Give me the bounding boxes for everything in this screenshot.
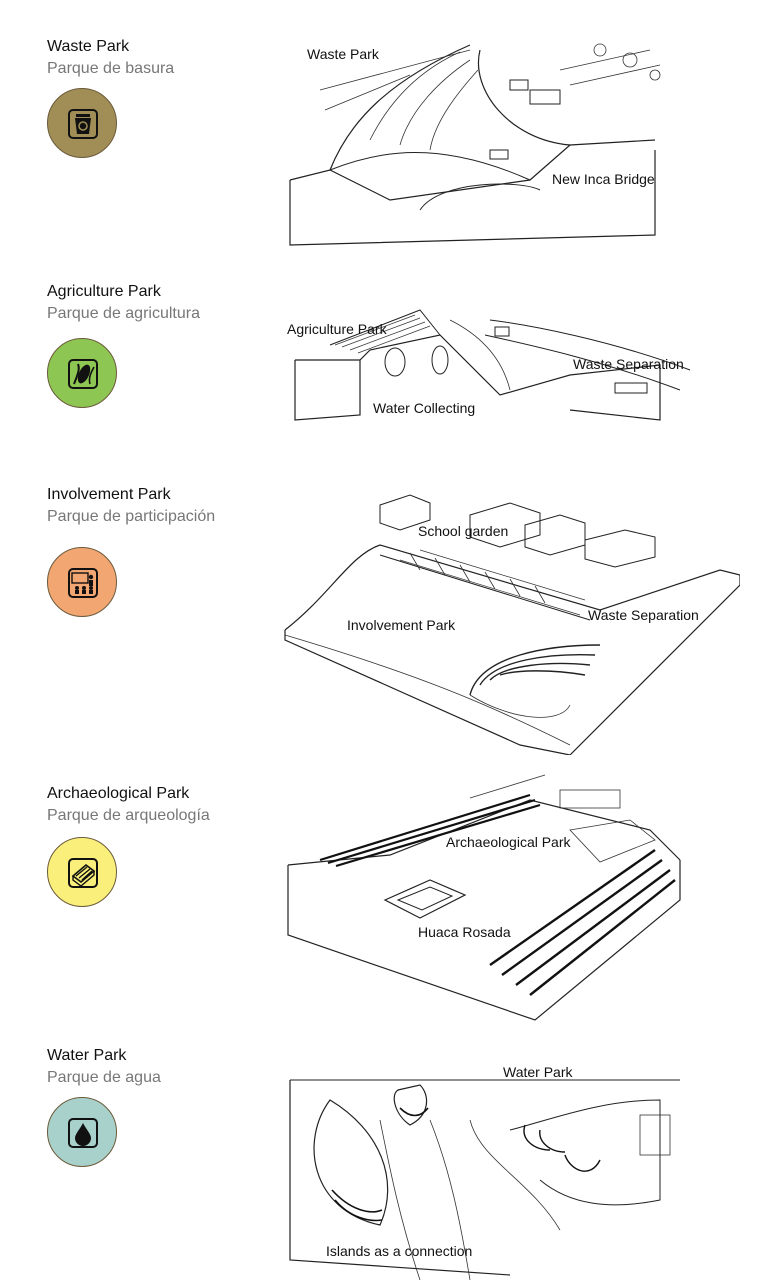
park-title: Involvement Park bbox=[47, 486, 171, 503]
classroom-presentation-icon bbox=[47, 547, 117, 617]
sketch-label: Archaeological Park bbox=[446, 834, 572, 850]
park-subtitle: Parque de arqueología bbox=[47, 807, 210, 824]
park-title: Archaeological Park bbox=[47, 785, 190, 802]
sketch-label: Waste Separation bbox=[573, 356, 684, 372]
sketch-label: Involvement Park bbox=[347, 617, 456, 633]
park-title: Waste Park bbox=[47, 38, 130, 55]
sketch-label: Islands as a connection bbox=[326, 1243, 472, 1259]
sketch-label: Water Collecting bbox=[373, 400, 475, 416]
section-agriculture-park: Agriculture Park Parque de agricultura A… bbox=[0, 270, 768, 450]
park-title: Water Park bbox=[47, 1047, 127, 1064]
section-involvement-park: Involvement Park Parque de participación bbox=[0, 470, 768, 760]
trash-recycle-icon bbox=[47, 88, 117, 158]
sketch-label: Waste Separation bbox=[588, 607, 699, 623]
park-subtitle: Parque de agua bbox=[47, 1069, 161, 1086]
sketch-label: Waste Park bbox=[307, 46, 380, 62]
corn-icon bbox=[47, 338, 117, 408]
section-archaeological-park: Archaeological Park Parque de arqueologí… bbox=[0, 770, 768, 1030]
section-waste-park: Waste Park Parque de basura bbox=[0, 0, 768, 260]
section-water-park: Water Park Parque de agua Water Park Isl… bbox=[0, 1040, 768, 1280]
sketch-label: School garden bbox=[418, 523, 508, 539]
water-drop-icon bbox=[47, 1097, 117, 1167]
sketch-label: Huaca Rosada bbox=[418, 924, 511, 940]
ruins-icon bbox=[47, 837, 117, 907]
archaeological-park-sketch: Archaeological Park Huaca Rosada bbox=[270, 770, 740, 1030]
sketch-label: Water Park bbox=[503, 1064, 573, 1080]
agriculture-park-sketch: Agriculture Park Waste Separation Water … bbox=[270, 290, 740, 430]
sketch-label: Agriculture Park bbox=[287, 321, 388, 337]
park-subtitle: Parque de agricultura bbox=[47, 305, 200, 322]
sketch-label: New Inca Bridge bbox=[552, 171, 655, 187]
park-subtitle: Parque de basura bbox=[47, 60, 175, 77]
park-subtitle: Parque de participación bbox=[47, 508, 216, 525]
water-park-sketch: Water Park Islands as a connection bbox=[270, 1060, 740, 1280]
waste-park-sketch: Waste Park New Inca Bridge bbox=[270, 30, 740, 250]
park-title: Agriculture Park bbox=[47, 283, 161, 300]
involvement-park-sketch: School garden Involvement Park Waste Sep… bbox=[270, 475, 740, 755]
